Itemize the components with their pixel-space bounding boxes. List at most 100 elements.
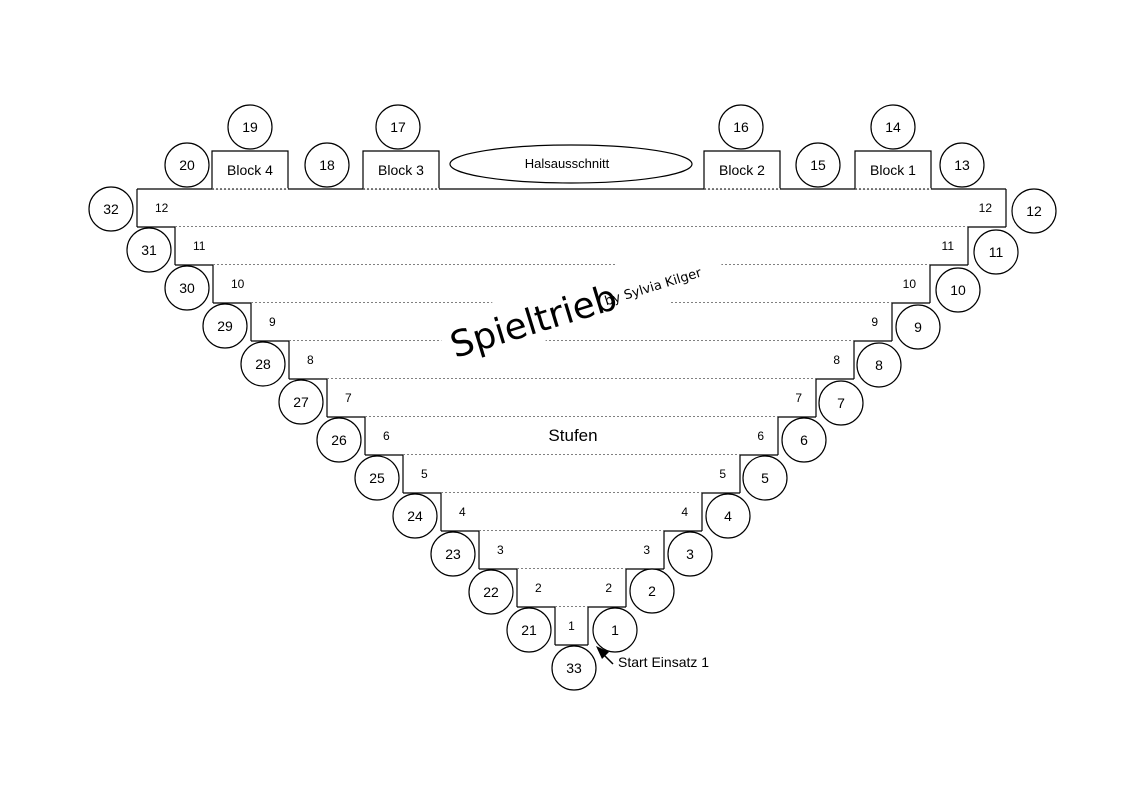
- start-arrow-icon: [596, 646, 609, 659]
- left-circle-27: 27: [278, 379, 324, 425]
- circle-number: 6: [800, 432, 808, 448]
- row-label-right: 9: [871, 315, 878, 329]
- row-label-left: 9: [269, 315, 276, 329]
- left-circle-30: 30: [164, 265, 210, 311]
- row-label-left: 10: [231, 277, 245, 291]
- block-2: Block 2: [703, 150, 781, 190]
- row-label-right: 7: [795, 391, 802, 405]
- row-label-right: 6: [757, 429, 764, 443]
- circle-number: 29: [217, 318, 233, 334]
- circle-number: 9: [914, 319, 922, 335]
- circle-number: 18: [319, 157, 335, 173]
- circle-number: 33: [566, 660, 582, 676]
- neckline-ellipse: [449, 144, 693, 184]
- row-label-right: 8: [833, 353, 840, 367]
- bottom-circle-33: 33: [551, 645, 597, 691]
- circle-number: 26: [331, 432, 347, 448]
- block-1: Block 1: [854, 150, 932, 190]
- circle-number: 23: [445, 546, 461, 562]
- block-label: Block 2: [719, 162, 765, 178]
- circle-number: 28: [255, 356, 271, 372]
- block-label: Block 4: [227, 162, 273, 178]
- neckline-label: Halsausschnitt: [525, 156, 610, 171]
- circle-number: 25: [369, 470, 385, 486]
- circle-number: 5: [761, 470, 769, 486]
- right-circle-5: 5: [742, 455, 788, 501]
- circle-number: 12: [1026, 203, 1042, 219]
- row-11: 11 11: [174, 227, 969, 266]
- left-circle-29: 29: [202, 303, 248, 349]
- row-label-left: 2: [535, 581, 542, 595]
- top-circle-15: 15: [795, 142, 841, 188]
- block-label: Block 1: [870, 162, 916, 178]
- left-circle-28: 28: [240, 341, 286, 387]
- row-label-right: 10: [903, 277, 917, 291]
- left-circle-32: 32: [88, 186, 134, 232]
- center-label: Stufen: [548, 426, 597, 445]
- right-circle-8: 8: [856, 342, 902, 388]
- circle-number: 13: [954, 157, 970, 173]
- circle-number: 1: [611, 622, 619, 638]
- right-circle-2: 2: [629, 568, 675, 614]
- row-label-right: 5: [719, 467, 726, 481]
- row-label-left: 4: [459, 505, 466, 519]
- circle-number: 22: [483, 584, 499, 600]
- row-label-left: 11: [193, 239, 206, 253]
- start-label: Start Einsatz 1: [618, 654, 709, 670]
- left-circle-22: 22: [468, 569, 514, 615]
- top-circle-16: 16: [718, 104, 764, 150]
- circle-number: 15: [810, 157, 826, 173]
- circle-number: 8: [875, 357, 883, 373]
- row-label-left: 7: [345, 391, 352, 405]
- circle-number: 17: [390, 119, 406, 135]
- circle-number: 2: [648, 583, 656, 599]
- circle-number: 21: [521, 622, 537, 638]
- row-label-left: 1: [568, 619, 575, 633]
- right-circle-11: 11: [973, 229, 1019, 275]
- left-circle-23: 23: [430, 531, 476, 577]
- row-label-right: 12: [979, 201, 993, 215]
- right-circle-7: 7: [818, 380, 864, 426]
- row-label-left: 8: [307, 353, 314, 367]
- circle-number: 7: [837, 395, 845, 411]
- block-4: Block 4: [211, 150, 289, 190]
- top-circle-14: 14: [870, 104, 916, 150]
- right-circle-10: 10: [935, 267, 981, 313]
- row-label-left: 5: [421, 467, 428, 481]
- left-circle-31: 31: [126, 227, 172, 273]
- circle-number: 24: [407, 508, 423, 524]
- circle-number: 27: [293, 394, 309, 410]
- right-circle-4: 4: [705, 493, 751, 539]
- left-circle-24: 24: [392, 493, 438, 539]
- start-arrow-line: [602, 653, 614, 665]
- circle-number: 14: [885, 119, 901, 135]
- circle-number: 16: [733, 119, 749, 135]
- row-label-right: 4: [681, 505, 688, 519]
- circle-number: 3: [686, 546, 694, 562]
- left-circle-25: 25: [354, 455, 400, 501]
- block-label: Block 3: [378, 162, 424, 178]
- circle-number: 4: [724, 508, 732, 524]
- top-circle-17: 17: [375, 104, 421, 150]
- row-label-right: 2: [605, 581, 612, 595]
- circle-number: 32: [103, 201, 119, 217]
- right-circle-6: 6: [781, 417, 827, 463]
- circle-number: 11: [989, 244, 1004, 260]
- block-3: Block 3: [362, 150, 440, 190]
- row-label-left: 3: [497, 543, 504, 557]
- row-label-left: 6: [383, 429, 390, 443]
- left-circle-26: 26: [316, 417, 362, 463]
- row-label-right: 11: [942, 239, 955, 253]
- circle-number: 19: [242, 119, 258, 135]
- circle-number: 30: [179, 280, 195, 296]
- circle-number: 20: [179, 157, 195, 173]
- top-circle-18: 18: [304, 142, 350, 188]
- left-circle-21: 21: [506, 607, 552, 653]
